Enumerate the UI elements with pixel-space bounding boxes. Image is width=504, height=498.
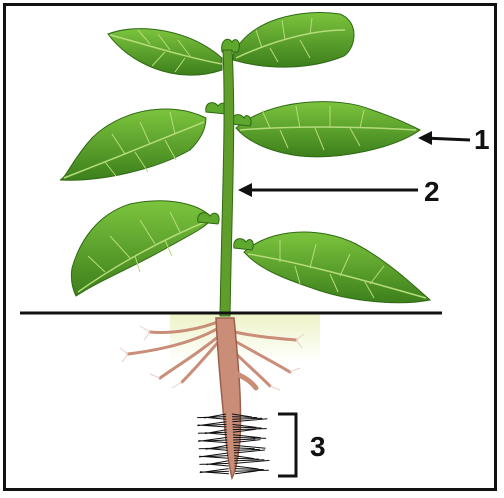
leaf-middle-right [236, 102, 420, 157]
label-2: 2 [424, 176, 440, 207]
arrow-left-icon [238, 183, 252, 197]
leaf-top-right [233, 13, 354, 68]
arrow-left-icon [418, 131, 432, 145]
label-1: 1 [474, 124, 490, 155]
arrow-leaf [418, 131, 470, 145]
right-brace-icon [278, 414, 296, 476]
leaf-lower-left [71, 201, 212, 296]
label-3: 3 [310, 431, 326, 462]
stem [220, 50, 234, 316]
leaf-middle-left [60, 109, 206, 180]
leaf-lower-right [244, 232, 430, 303]
arrow-stem [238, 183, 418, 197]
leaf-top-left [108, 29, 222, 76]
